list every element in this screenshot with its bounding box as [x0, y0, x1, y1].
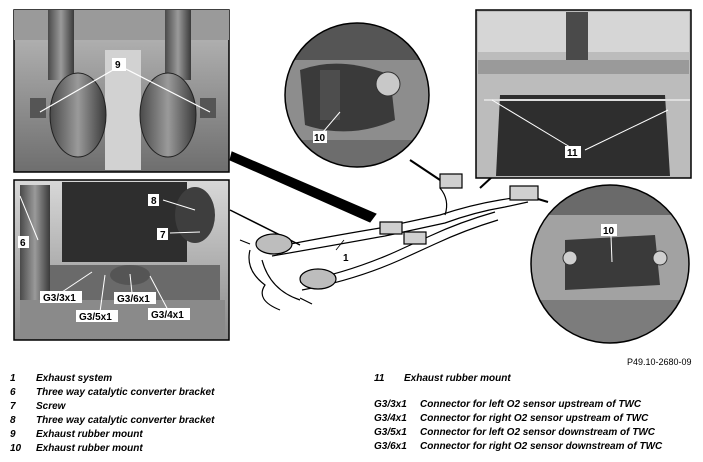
callout-10-lower: 10 [603, 226, 615, 237]
callout-g3-5x1: G3/5x1 [79, 312, 112, 323]
legend-item: 6 Three way catalytic converter bracket [10, 386, 214, 400]
legend-text: Three way catalytic converter bracket [36, 387, 215, 398]
callout-g3-4x1: G3/4x1 [151, 310, 184, 321]
legend-text: Exhaust rubber mount [36, 443, 143, 454]
callout-7: 7 [160, 230, 166, 241]
callout-6: 6 [20, 238, 26, 249]
callout-g3-6x1: G3/6x1 [117, 294, 150, 305]
legend-text: Connector for right O2 sensor downstream… [420, 441, 663, 452]
legend-item: 9 Exhaust rubber mount [10, 428, 214, 442]
callout-1: 1 [343, 253, 349, 264]
exhaust-system-drawing [239, 173, 539, 311]
legend-key: G3/5x1 [374, 427, 407, 438]
legend-item: G3/5x1 Connector for left O2 sensor downs… [374, 426, 662, 440]
legend-text: Connector for right O2 sensor upstream o… [420, 413, 649, 424]
callout-11: 11 [567, 148, 578, 159]
legend-text: Exhaust rubber mount [36, 429, 143, 440]
legend-text: Three way catalytic converter bracket [36, 415, 215, 426]
legend-text: Screw [36, 401, 66, 412]
legend-item: 1 Exhaust system [10, 372, 214, 386]
exhaust-diagram: 9 6 8 7 G3/3x1 G3/6x1 G3/5x1 G3/4x1 [13, 9, 692, 344]
legend-key: G3/6x1 [374, 441, 407, 452]
legend-text: Exhaust system [36, 373, 113, 384]
legend-key: 7 [10, 401, 16, 412]
callout-g3-3x1: G3/3x1 [43, 293, 76, 304]
photo-rubber-mount-lower: 10 [530, 184, 690, 344]
legend-text: Connector for left O2 sensor downstream … [420, 427, 656, 438]
legend-key: 11 [374, 373, 385, 384]
photo-catalytic-converters: 9 [13, 9, 230, 173]
legend-key: 6 [10, 387, 16, 398]
legend-item: 7 Screw [10, 400, 214, 414]
legend-text: Connector for left O2 sensor upstream of… [420, 399, 642, 410]
legend-right-connectors: G3/3x1 Connector for left O2 sensor upstr… [374, 398, 662, 454]
callout-10-upper: 10 [314, 133, 326, 144]
legend-item: 10 Exhaust rubber mount [10, 442, 214, 456]
legend-key: 9 [10, 429, 16, 440]
callout-8: 8 [151, 196, 157, 207]
legend-key: G3/3x1 [374, 399, 407, 410]
figure-reference: P49.10-2680-09 [627, 357, 692, 367]
photo-rubber-mount-upper: 10 [284, 22, 430, 168]
photo-converter-bracket: 6 8 7 G3/3x1 G3/6x1 G3/5x1 G3/4x1 [13, 179, 230, 341]
callout-9: 9 [115, 60, 121, 71]
legend-text: Exhaust rubber mount [404, 373, 511, 384]
legend-item: G3/6x1 Connector for right O2 sensor down… [374, 440, 662, 454]
legend-key: 10 [10, 443, 22, 454]
legend-item: G3/4x1 Connector for right O2 sensor upst… [374, 412, 662, 426]
legend-key: 8 [10, 415, 16, 426]
legend-item: 8 Three way catalytic converter bracket [10, 414, 214, 428]
legend-right-mounts: 11 Exhaust rubber mount [374, 372, 511, 386]
legend-item: 11 Exhaust rubber mount [374, 372, 511, 386]
legend-key: G3/4x1 [374, 413, 407, 424]
legend-key: 1 [10, 373, 16, 384]
photo-rubber-mount-11: 11 [475, 9, 692, 179]
legend-item: G3/3x1 Connector for left O2 sensor upstr… [374, 398, 662, 412]
